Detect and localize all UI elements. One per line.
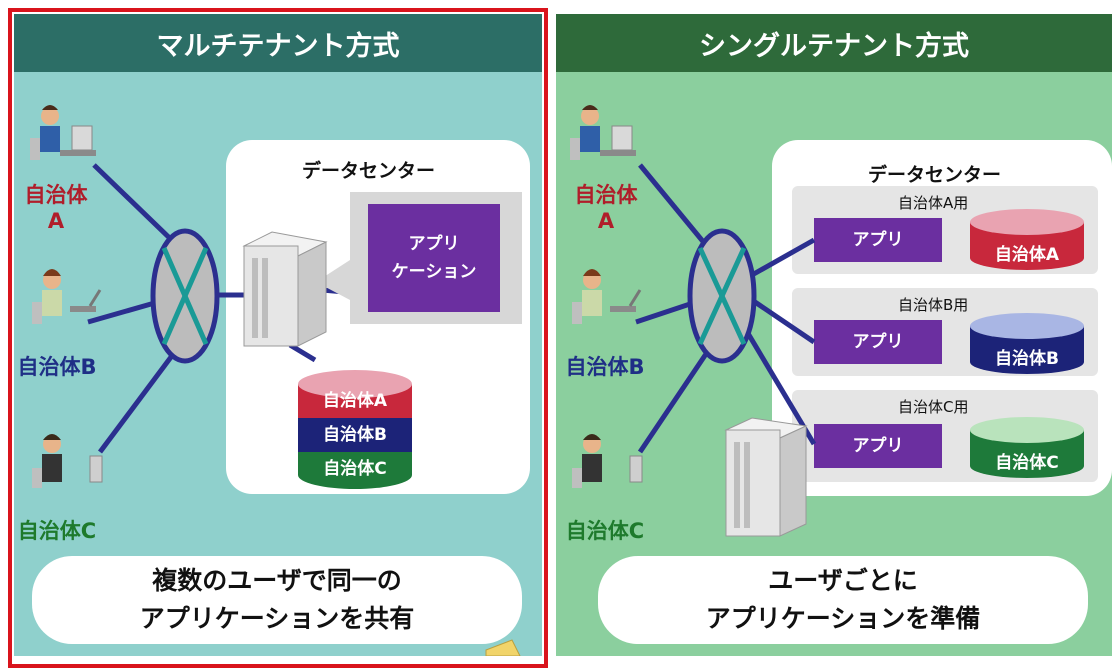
right-user-a-label: 自治体 A <box>574 183 638 233</box>
left-db-label-b: 自治体B <box>323 425 387 445</box>
right-summary-line1: ユーザごとに <box>768 566 918 595</box>
right-router-icon <box>687 228 757 364</box>
tenant-row-c-caption: 自治体C用 <box>898 398 969 416</box>
left-db-label-a: 自治体A <box>322 391 388 411</box>
left-user-b-label: 自治体B <box>17 355 97 379</box>
user-a-icon-right <box>570 105 636 160</box>
left-summary: 複数のユーザで同一の アプリケーションを共有 <box>32 556 522 644</box>
left-application-box: アプリ ケーション <box>368 204 500 312</box>
left-datacenter-title: データセンター <box>302 160 436 182</box>
app-label-line2: ケーション <box>391 262 477 282</box>
multi-tenant-highlight-border <box>8 8 548 668</box>
tenant-row-a-app: アプリ <box>814 218 942 262</box>
user-c-icon <box>32 434 103 488</box>
tenant-row-b-caption: 自治体B用 <box>898 296 969 314</box>
right-db-label-c: 自治体C <box>995 453 1059 473</box>
right-server-icon <box>724 417 808 537</box>
tenant-row-c-app: アプリ <box>814 424 942 468</box>
right-db-label-a: 自治体A <box>994 245 1060 265</box>
left-user-a-label: 自治体 A <box>24 183 88 233</box>
left-summary-line2: アプリケーションを共有 <box>139 604 415 633</box>
app-label-line1: アプリ <box>408 234 460 254</box>
right-database-a-icon <box>970 209 1084 270</box>
left-router-icon <box>150 228 220 364</box>
right-user-b-label: 自治体B <box>565 355 645 379</box>
left-user-c-label: 自治体C <box>17 519 97 543</box>
right-summary: ユーザごとに アプリケーションを準備 <box>598 556 1088 644</box>
single-tenant-title: シングルテナント方式 <box>556 14 1112 72</box>
right-db-label-b: 自治体B <box>995 349 1059 369</box>
tenant-row-a-caption: 自治体A用 <box>898 194 969 212</box>
right-user-c-label: 自治体C <box>565 519 645 543</box>
user-a-icon <box>30 105 96 160</box>
callout-pointer <box>316 260 350 300</box>
left-summary-line1: 複数のユーザで同一の <box>152 566 402 595</box>
user-b-icon-right <box>572 269 642 324</box>
tenant-row-b-app: アプリ <box>814 320 942 364</box>
right-datacenter-title: データセンター <box>868 164 1002 186</box>
right-database-b-icon <box>970 313 1084 374</box>
user-b-icon <box>32 269 102 324</box>
left-database-icon <box>298 370 412 489</box>
user-c-icon-right <box>572 434 643 488</box>
left-server-icon <box>242 231 328 347</box>
arrow-icon <box>485 639 521 656</box>
left-db-label-c: 自治体C <box>323 459 387 479</box>
right-database-c-icon <box>970 417 1084 478</box>
multi-tenant-title: マルチテナント方式 <box>14 14 542 72</box>
right-summary-line2: アプリケーションを準備 <box>705 604 981 633</box>
